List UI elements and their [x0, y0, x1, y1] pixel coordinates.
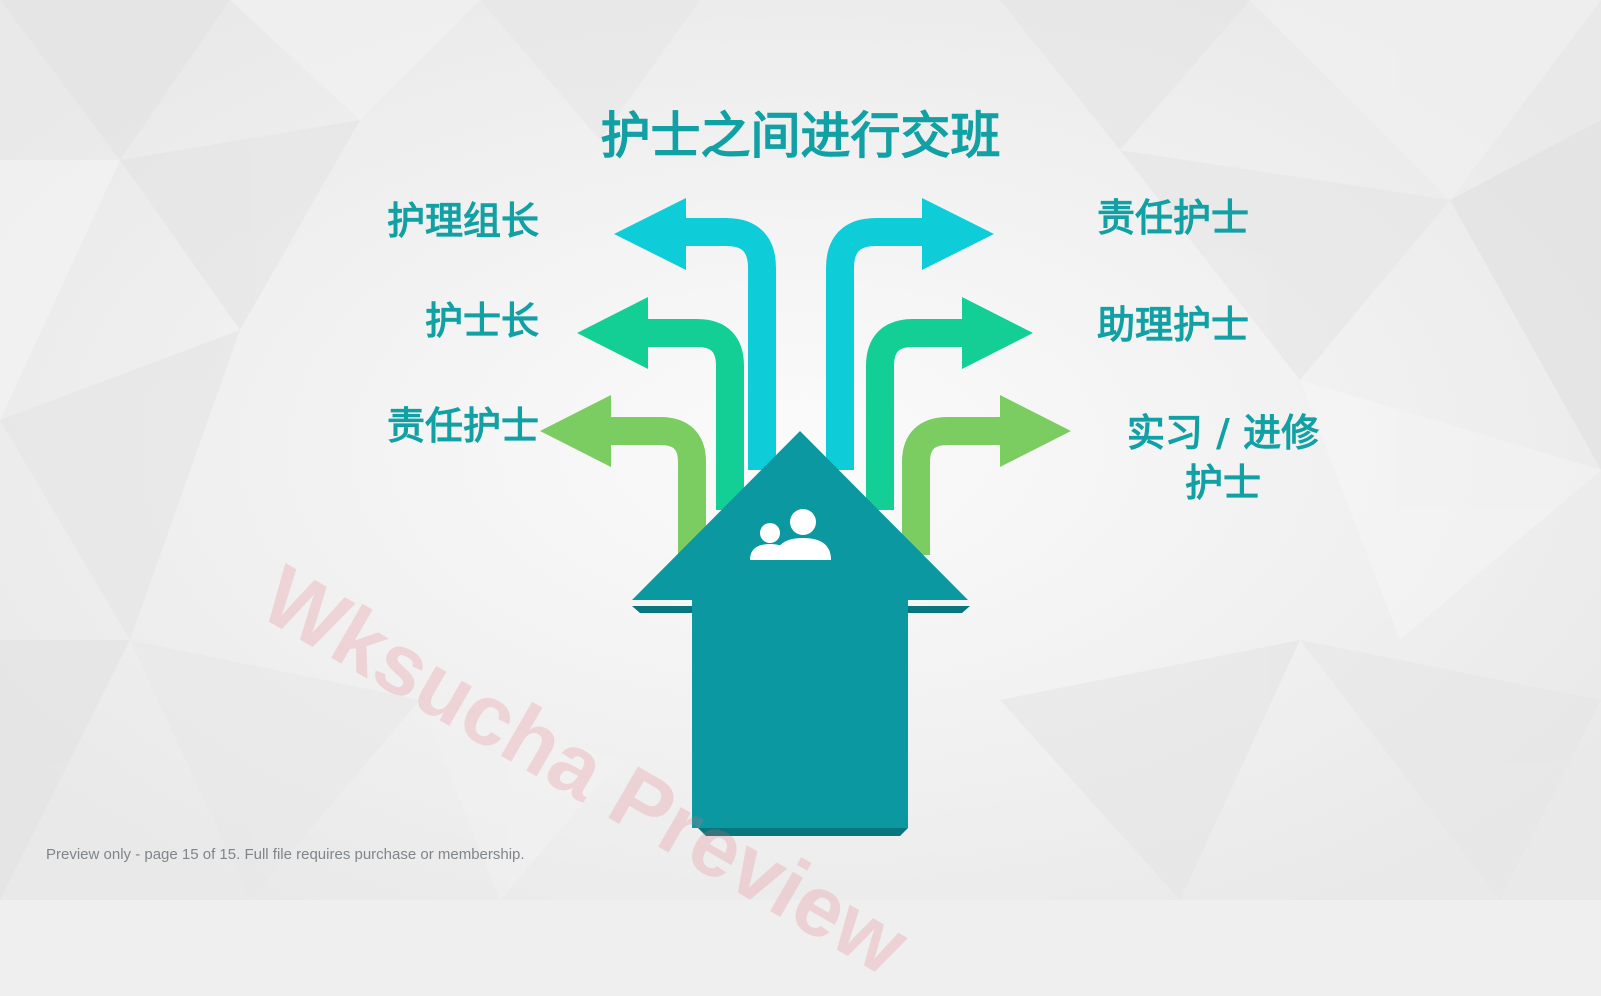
arrowhead-right-2 [962, 297, 1033, 369]
arrowhead-left-2 [577, 297, 648, 369]
footer-note: Preview only - page 15 of 15. Full file … [46, 846, 525, 863]
main-arrow [632, 431, 970, 836]
left-label-2: 护士长 [424, 299, 539, 343]
branch-arrow-left-3 [594, 417, 706, 555]
users-icon [750, 509, 831, 560]
flow-diagram [540, 198, 1071, 836]
background-pattern [0, 0, 1601, 900]
page-title: 护士之间进行交班 [600, 107, 1001, 165]
branch-arrow-left-2 [628, 319, 744, 510]
branch-arrow-left-1 [668, 218, 776, 470]
branch-arrow-right-1 [826, 218, 930, 470]
arrowhead-left-1 [614, 198, 686, 270]
branch-arrow-right-3 [902, 417, 1008, 555]
right-label-2: 助理护士 [1097, 303, 1250, 347]
right-label-1: 责任护士 [1097, 196, 1250, 240]
arrowhead-right-1 [922, 198, 994, 270]
right-label-3: 实习 / 进修护士 [1126, 411, 1320, 505]
arrowhead-right-3 [1000, 395, 1071, 467]
branch-arrow-right-2 [866, 319, 968, 510]
arrowhead-left-3 [540, 395, 611, 467]
left-label-1: 护理组长 [386, 199, 539, 243]
left-label-3: 责任护士 [386, 404, 539, 448]
